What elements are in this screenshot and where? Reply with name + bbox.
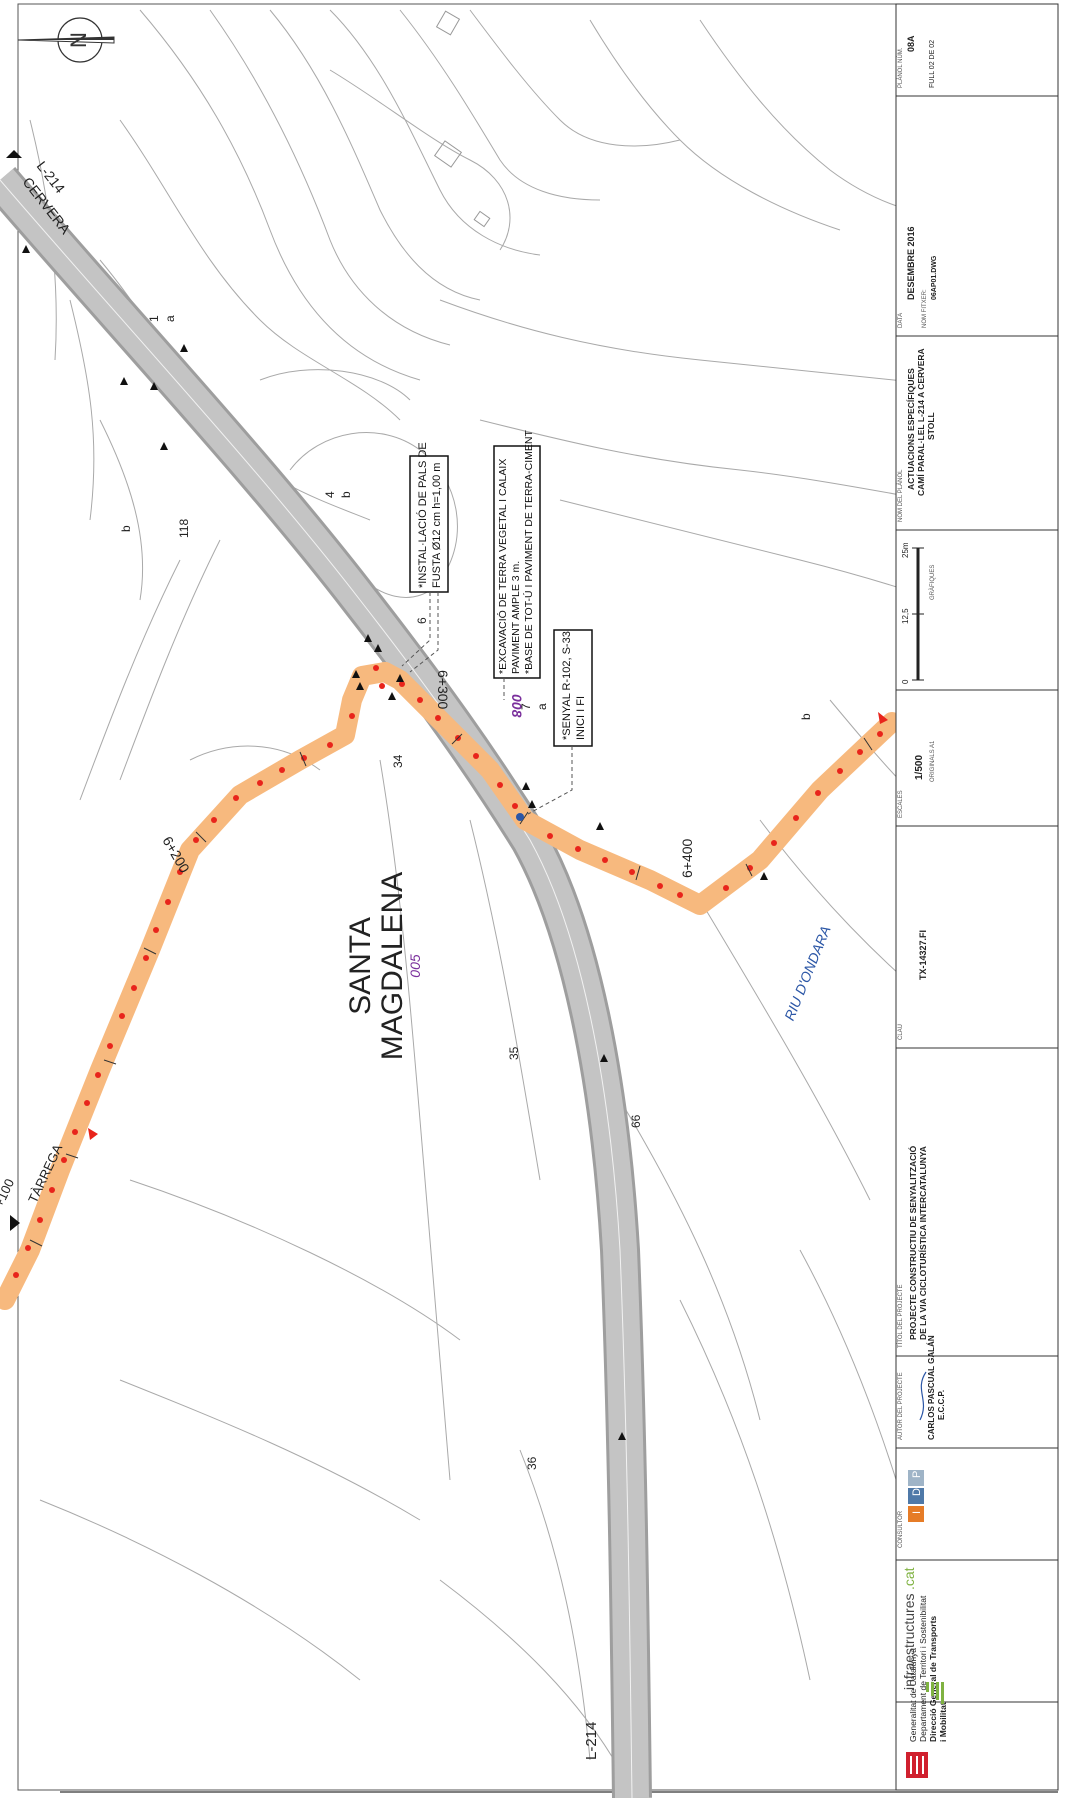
infraestructures-logo-text: infraestructures [901, 1594, 917, 1690]
org-line-1: Generalitat de Catalunya [908, 1648, 918, 1742]
red-flag-start [88, 1128, 98, 1140]
contour-lines [29, 9, 991, 1771]
data-value: DESEMBRE 2016 [906, 226, 916, 300]
label-km-6-100: +100 [0, 1176, 17, 1209]
consultor-letter-i: I [911, 1511, 923, 1514]
nom-fitxer-label: NOM FITXER: [922, 289, 928, 328]
nom-planol-line-2: CAMÍ PARAL·LEL L-214 A CERVERA [916, 348, 926, 496]
scale-tick-12-5: 12,5 [901, 608, 910, 624]
cycle-path [0, 662, 902, 1310]
red-flag-end [878, 712, 888, 724]
parcel-35: 35 [507, 1046, 521, 1060]
callout-sign-line-2: INICI I FI [575, 696, 587, 740]
callout-fence: *INSTAL·LACIÓ DE PALS DE FUSTA Ø12 cm h=… [401, 442, 449, 673]
marker-008: 008 [509, 694, 525, 718]
parcel-1a: a [163, 315, 177, 322]
grafiques-label: GRÀFIQUES [929, 565, 936, 600]
parcel-1: 1 [147, 315, 161, 322]
marker-6: 6 [415, 617, 429, 624]
direction-tarrega-arrow-icon [10, 1215, 20, 1231]
infraestructures-suffix: .cat [901, 1567, 917, 1590]
north-arrow-icon: N [17, 17, 115, 63]
callout-excavation-line-3: *BASE DE TOT-Ú I PAVIMENT DE TERRA-CIMEN… [522, 430, 535, 674]
scale-tick-25: 25m [901, 542, 910, 558]
parcel-34: 34 [391, 754, 405, 768]
autor-label: AUTOR DEL PROJECTE [898, 1372, 904, 1440]
full-value: FULL 02 DE 02 [929, 40, 936, 88]
path-chainage-ticks [29, 733, 873, 1247]
callout-sign: *SENYAL R-102, S-33 INICI I FI [527, 629, 593, 815]
autor-name: CARLOS PASCUAL GALÁN [927, 1335, 936, 1440]
callout-excavation-line-1: *EXCAVACIÓ DE TERRA VEGETAL I CALAIX [496, 459, 509, 674]
nom-planol-line-3: STOLL [926, 412, 936, 440]
river-label: RIU D'ONDARA [781, 923, 834, 1022]
titol-label: TÍTOL DEL PROJECTE [897, 1285, 904, 1348]
consultor-letter-p: P [911, 1471, 923, 1478]
scale-tick-0: 0 [901, 679, 910, 684]
parcel-b-left: b [119, 525, 133, 532]
parcel-4b: b [339, 491, 353, 498]
main-road-l214 [0, 166, 652, 1798]
parcel-4: 4 [323, 491, 337, 498]
small-buildings [433, 10, 491, 228]
titol-line-1: PROJECTE CONSTRUCTIU DE SENYALITZACIÓ [907, 1145, 918, 1340]
data-label: DATA [898, 313, 904, 328]
label-main-road: L-214 [583, 1722, 600, 1760]
autor-title: E.C.C.P. [937, 1390, 946, 1420]
org-line-2: Departament de Territori i Sostenibilita… [918, 1595, 928, 1742]
org-line-3: Direcció General de Transports [928, 1616, 938, 1742]
path-marks [13, 665, 883, 1278]
callout-fence-line-2: FUSTA Ø12 cm h=1,00 m [431, 463, 443, 588]
escala-value: 1/500 [914, 755, 925, 780]
nom-planol-label: NOM DEL PLÀNOL [897, 469, 904, 522]
planol-num-value: 08A [906, 35, 916, 52]
junction-marker [516, 813, 524, 821]
parcel-labels: 1 a 4 b b 118 34 35 66 36 b 7 a [119, 315, 813, 1470]
svg-text:N: N [66, 32, 91, 48]
clau-label: CLAU [898, 1024, 904, 1040]
consultor-letter-d: D [911, 1488, 923, 1496]
org-line-4: i Mobilitat [938, 1702, 948, 1742]
nom-planol-line-1: ACTUACIONS ESPECÍFIQUES [906, 368, 916, 490]
parcel-7: 7 [519, 703, 533, 710]
titol-line-2: DE LA VIA CICLOTURÍSTICA INTERCATALUNYA [918, 1146, 928, 1340]
place-code: 005 [407, 954, 423, 978]
graphic-scale-bar: 0 12,5 25m GRÀFIQUES [901, 542, 936, 684]
place-name-line-2: MAGDALENA [376, 872, 409, 1060]
chainage-6-300: 6+300 [435, 670, 451, 710]
consultor-label: CONSULTOR [898, 1510, 904, 1548]
originals-label: ORIGINALS A1 [930, 740, 936, 782]
clau-value: TX-14327.FI [918, 930, 928, 980]
direction-cervera-arrow-icon [6, 150, 22, 158]
parcel-36: 36 [525, 1456, 539, 1470]
parcel-66: 66 [629, 1114, 643, 1128]
place-name-line-1: SANTA [344, 917, 377, 1015]
parcel-7a: a [535, 703, 549, 710]
infra-bars-icon [926, 1682, 944, 1704]
callout-sign-line-1: *SENYAL R-102, S-33 [561, 631, 573, 740]
signature-icon [919, 1371, 927, 1421]
nom-fitxer-value: 06AP01.DWG [931, 255, 938, 300]
planol-num-label: PLÀNOL NÚM. [897, 47, 904, 88]
title-block: Generalitat de Catalunya Departament de … [895, 3, 1059, 1791]
place-name: SANTA MAGDALENA 005 [344, 872, 423, 1060]
callout-fence-line-1: *INSTAL·LACIÓ DE PALS DE [416, 442, 429, 588]
parcel-b-right: b [799, 713, 813, 720]
parcel-118: 118 [177, 519, 191, 538]
callout-excavation: *EXCAVACIÓ DE TERRA VEGETAL I CALAIX PAV… [493, 430, 541, 700]
sign-posts [22, 245, 768, 1440]
callout-excavation-line-2: PAVIMENT AMPLE 3 m. [510, 561, 522, 674]
chainage-6-400: 6+400 [679, 838, 695, 878]
escales-label: ESCALES [898, 790, 904, 818]
